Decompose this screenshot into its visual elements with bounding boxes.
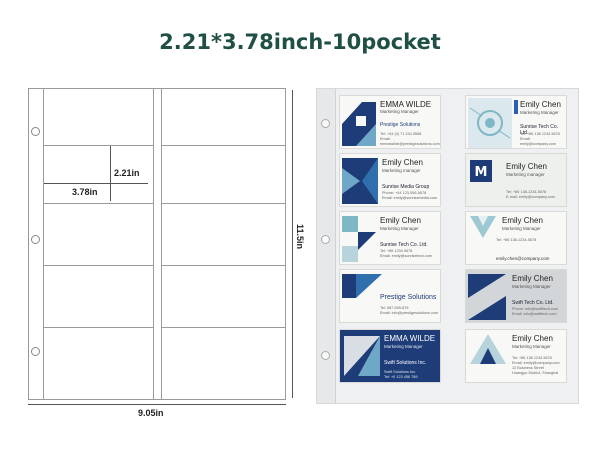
card-name: EMMA WILDE [380,100,432,109]
grid-divider [161,203,285,205]
card-role: Marketing Manager [512,344,551,349]
grid-divider [43,203,153,205]
business-card: M Emily Chen Marketing manager Tel: +86 … [465,153,567,207]
geometric-logo-icon [470,334,506,364]
card-name: Emily Chen [506,162,547,171]
card-company: Swift Solutions Inc. [384,360,427,366]
card-name: Emily Chen [512,334,553,343]
grid-divider [161,327,285,329]
geometric-logo-icon [468,274,506,320]
card-name: Emily Chen [380,216,421,225]
card-contact: Swift Solutions Inc.Tel: +0 123 456 789 [384,370,418,379]
page-height-arrow [292,90,293,398]
sleeve-diagram [28,88,286,400]
binder-hole-icon [31,347,40,356]
card-company: Swift Tech Co. Ltd. [512,300,554,306]
card-name: Emily Chen [520,100,561,109]
binder-hole-icon [31,127,40,136]
card-role: Marketing manager [382,168,421,173]
pocket-grid [43,89,285,399]
grid-divider [43,265,153,267]
geometric-logo-icon [470,216,496,238]
binder-hole-icon [321,351,330,360]
card-company: Sunrise Media Group [382,184,430,190]
business-card: EMMA WILDE Marketing Manager Swift Solut… [339,329,441,383]
card-name: Emily Chen [502,216,543,225]
page-title: 2.21*3.78inch-10pocket [159,30,441,54]
geometric-logo-icon [342,102,376,146]
grid-divider [43,145,153,147]
svg-text:M: M [475,165,488,180]
card-company: Sunrise Tech Co. Ltd. [380,242,428,248]
geometric-logo-icon [342,158,378,204]
accent-bar [514,100,518,114]
geometric-logo-icon [342,274,382,298]
tech-circuit-logo-icon [468,98,512,148]
card-role: Marketing Manager [384,344,423,349]
card-role: Marketing Manager [512,284,551,289]
business-card: Emily Chen Marketing manager Sunrise Med… [339,153,441,207]
grid-divider [43,327,153,329]
card-name: EMMA WILDE [384,334,436,343]
card-height-label: 2.21in [114,168,140,178]
business-card: Emily Chen Marketing Manager Sunrise Tec… [465,95,567,149]
card-role: Marketing manager [506,172,545,177]
card-height-arrow [110,146,111,201]
card-role: Marketing Manager [380,226,419,231]
card-company: Prestige Solutions [380,122,421,128]
binder-hole-icon [321,235,330,244]
grid-divider [161,265,285,267]
card-role: Marketing Manager [502,226,541,231]
business-card: EMMA WILDE Marketing Manager Prestige So… [339,95,441,149]
card-name: Emily Chen [512,274,553,283]
card-contact: Tel: +86 138-1234-5678 [496,238,537,242]
grid-divider [153,89,155,399]
sleeve-binder-strip [317,89,336,403]
binder-hole-icon [321,119,330,128]
sleeve-photo: EMMA WILDE Marketing Manager Prestige So… [316,88,579,404]
card-role: Marketing Manager [380,109,419,114]
card-company: Sunrise Tech Co. Ltd. [520,124,558,136]
card-role: Marketing Manager [520,110,559,115]
geometric-logo-icon [342,216,376,262]
page-width-label: 9.05in [138,408,164,418]
business-card: Emily Chen Marketing Manager Sunrise Tec… [339,211,441,265]
page-height-label: 11.5in [295,224,305,250]
grid-divider [161,89,163,399]
business-card: Emily Chen Marketing Manager Tel: +86 13… [465,329,567,383]
binder-strip [29,89,44,399]
geometric-logo-icon [344,336,380,376]
card-name: Emily Chen [382,158,423,167]
business-card: Emily Chen Marketing Manager Swift Tech … [465,269,567,323]
m-monogram-logo-icon: M [470,160,492,182]
card-width-label: 3.78in [72,187,98,197]
business-card: Emily Chen Marketing Manager Tel: +86 13… [465,211,567,265]
card-width-arrow [44,183,148,184]
card-company: Prestige Solutions [380,294,437,301]
card-email: emily.chen@company.com [496,256,550,261]
page-width-arrow [28,404,286,405]
grid-divider [161,145,285,147]
binder-hole-icon [31,235,40,244]
